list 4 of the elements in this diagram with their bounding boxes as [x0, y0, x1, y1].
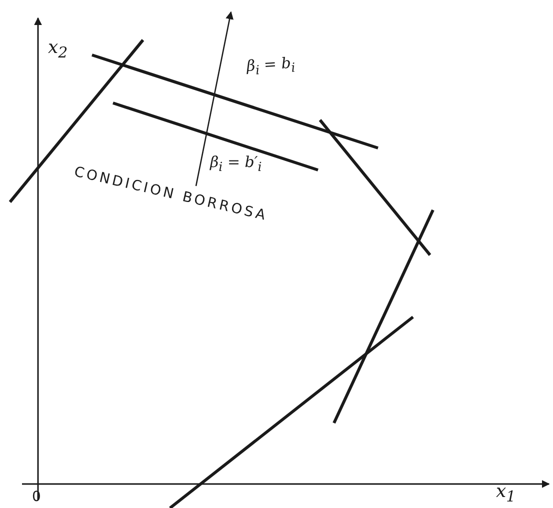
- axis-label: x$_{2}$: [48, 38, 68, 62]
- equation-label: β$_{i}$ = b′$_{i}$: [210, 154, 262, 174]
- equation-label: β$_{i}$ = b$_{i}$: [246, 54, 296, 78]
- axis-label: x$_{1}$: [496, 482, 516, 506]
